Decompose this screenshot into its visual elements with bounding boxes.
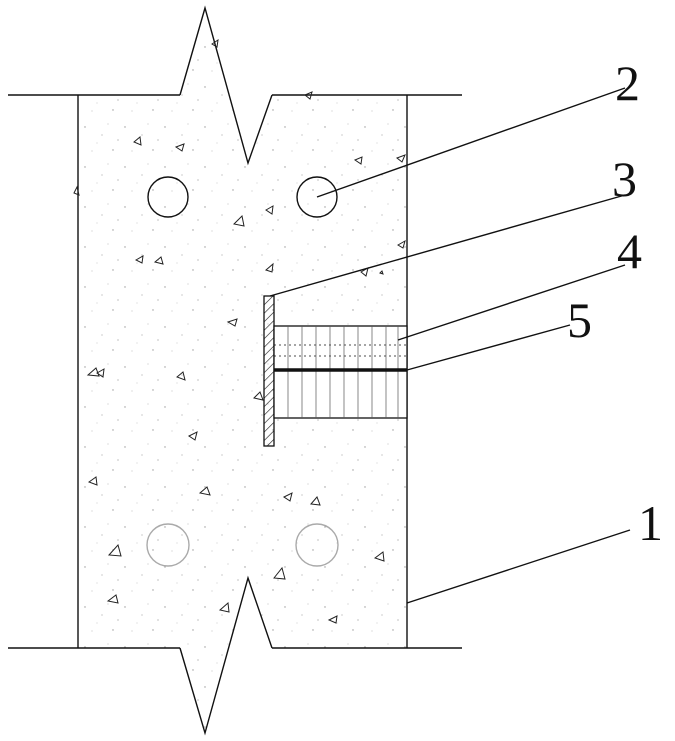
leader-line-1 [407,530,630,603]
callout-label-1: 1 [638,495,663,551]
callout-label-3: 3 [612,151,637,207]
steel-plate [264,296,274,446]
callout-label-5: 5 [567,292,592,348]
callout-label-4: 4 [617,223,642,279]
layered-block [274,326,407,418]
leader-line-5 [407,325,570,370]
callout-label-2: 2 [615,55,640,111]
